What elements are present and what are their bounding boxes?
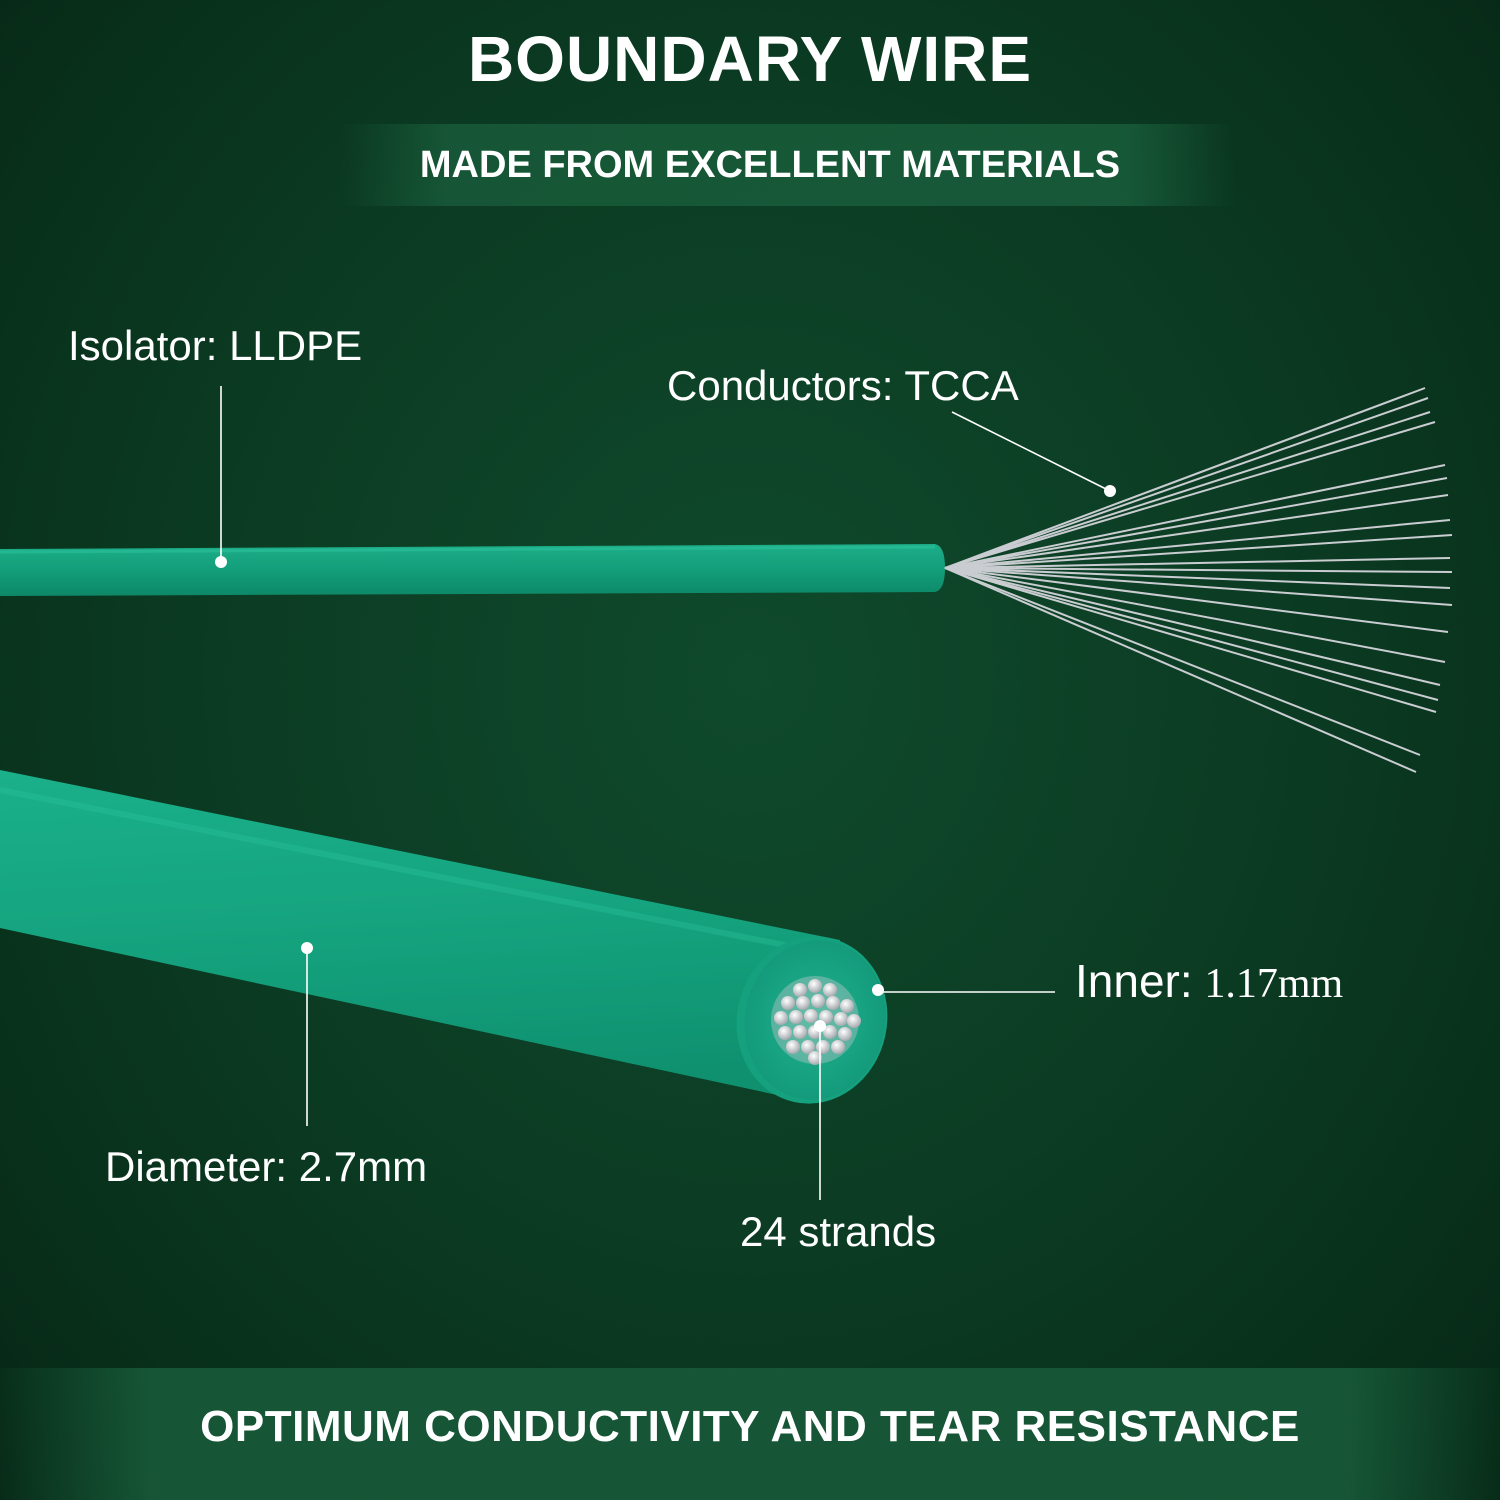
- diameter-value: 2.7mm: [298, 1143, 428, 1190]
- page-title: BOUNDARY WIRE: [467, 23, 1033, 95]
- inner-value: 1.17mm: [1204, 961, 1344, 1007]
- inner-callout: Inner: 1.17mm: [1075, 954, 1343, 1008]
- page-subtitle: MADE FROM EXCELLENT MATERIALS: [419, 144, 1121, 186]
- isolator-value: LLDPE: [229, 322, 363, 369]
- conductors-callout: Conductors: TCCA: [667, 362, 1019, 410]
- conductor-strands: [944, 387, 1453, 773]
- callout-dots: [215, 485, 1116, 1032]
- footer-banner: [0, 1368, 1500, 1500]
- diameter-callout: Diameter: 2.7mm: [105, 1143, 427, 1191]
- callout-lines: [220, 386, 1111, 1200]
- thin-wire: [0, 544, 945, 596]
- diameter-label: Diameter:: [105, 1143, 288, 1190]
- isolator-callout: Isolator: LLDPE: [68, 322, 362, 370]
- thick-wire: [0, 770, 888, 1104]
- subtitle-banner: [340, 124, 1235, 206]
- strands-callout: 24 strands: [740, 1208, 937, 1255]
- inner-label: Inner:: [1075, 955, 1193, 1007]
- footer-tagline: OPTIMUM CONDUCTIVITY AND TEAR RESISTANCE: [200, 1402, 1300, 1451]
- isolator-label: Isolator:: [68, 322, 218, 369]
- conductors-value: TCCA: [904, 362, 1019, 409]
- conductors-label: Conductors:: [667, 362, 894, 409]
